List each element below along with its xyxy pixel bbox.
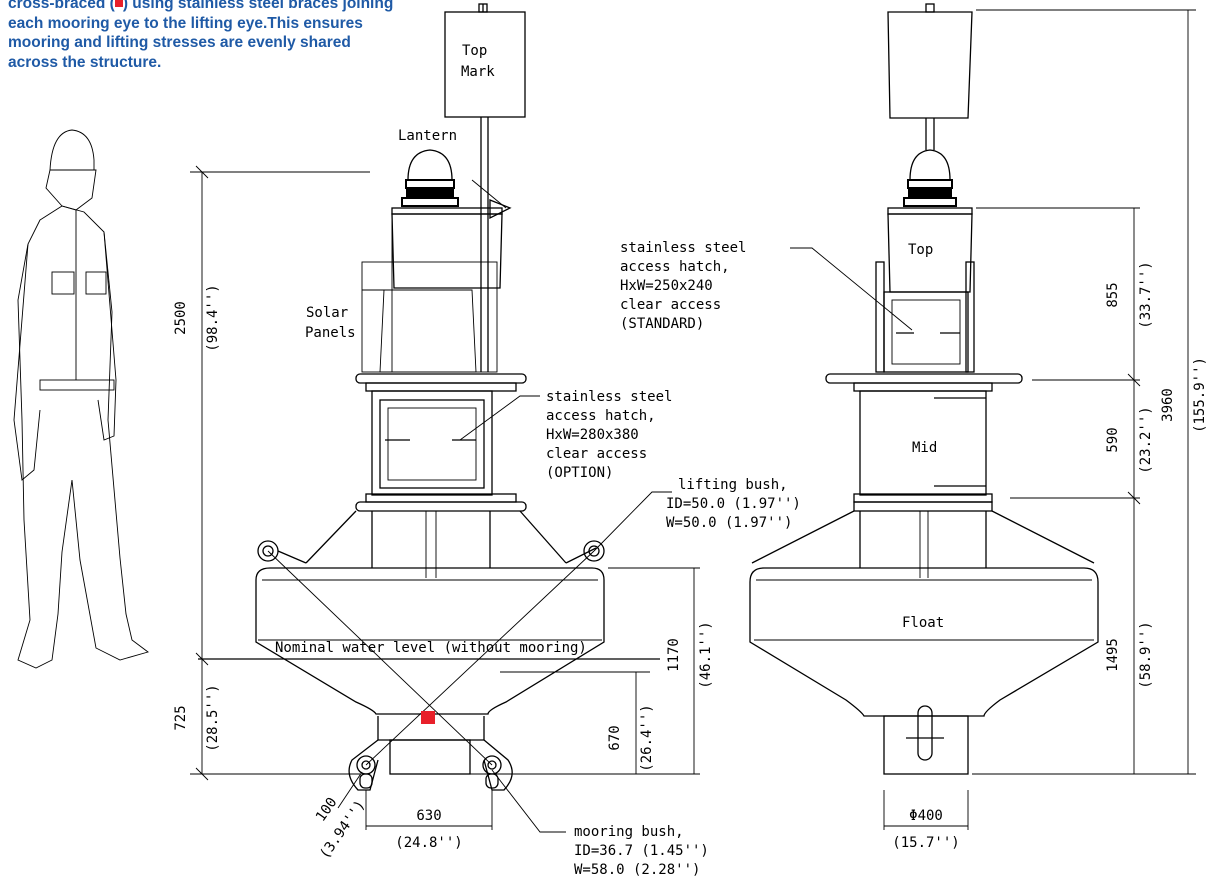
lifting-bush-line-2: ID=50.0 (1.97'') [666, 496, 801, 512]
hatch-option-line-3: HxW=280x380 [546, 427, 639, 443]
mooring-bush-line-2: ID=36.7 (1.45'') [574, 843, 709, 859]
dim-670-in: (26.4'') [639, 704, 655, 771]
dim-855: 855 [1105, 282, 1121, 307]
dim-630: 630 [416, 808, 441, 824]
dim-2500-in: (98.4'') [205, 284, 221, 351]
mid-section-label: Mid [912, 440, 937, 456]
dim-2500: 2500 [173, 301, 189, 335]
dim-590: 590 [1105, 427, 1121, 452]
hatch-standard-line-4: clear access [620, 297, 721, 313]
dim-855-in: (33.7'') [1138, 261, 1154, 328]
dim-725: 725 [173, 705, 189, 730]
dim-1170: 1170 [666, 638, 682, 672]
intro-text-start: cross-braced ( [8, 0, 115, 12]
hatch-option-line-2: access hatch, [546, 408, 656, 424]
dim-1495: 1495 [1105, 638, 1121, 672]
top-section-label: Top [908, 242, 933, 258]
hatch-standard-line-5: (STANDARD) [620, 316, 704, 332]
dim-400: Φ400 [909, 808, 943, 824]
right-dimensions: 855 (33.7'') 590 (23.2'') 1495 (58.9'') … [883, 9, 1208, 851]
hatch-standard-line-3: HxW=250x240 [620, 278, 713, 294]
intro-text: cross-braced () using stainless steel br… [8, 0, 398, 72]
lifting-bush-line-1: lifting bush, [678, 477, 788, 493]
top-mark-label-1: Top [462, 43, 487, 59]
person-figure [13, 129, 149, 669]
red-square-icon [114, 0, 123, 7]
hatch-standard [883, 291, 969, 373]
intro-text-end: ) using stainless steel braces joining e… [8, 0, 394, 71]
dim-400-in: (15.7'') [892, 835, 959, 851]
left-callouts: stainless steel access hatch, HxW=280x38… [459, 389, 801, 878]
lifting-bush-line-3: W=50.0 (1.97'') [666, 515, 792, 531]
dim-670: 670 [607, 725, 623, 750]
dim-3960-in: (155.9'') [1192, 357, 1208, 433]
top-mark-label-2: Mark [461, 64, 495, 80]
dim-3960: 3960 [1160, 388, 1176, 422]
hatch-option-line-5: (OPTION) [546, 465, 613, 481]
lantern-label: Lantern [398, 128, 457, 144]
hatch-option-line-4: clear access [546, 446, 647, 462]
dim-1495-in: (58.9'') [1138, 621, 1154, 688]
solar-label-2: Panels [305, 325, 356, 341]
left-float-body [255, 567, 605, 715]
cross-brace-marker [421, 711, 435, 724]
left-buoy: Top Mark Lantern Solar Panels [198, 3, 660, 791]
hatch-standard-line-2: access hatch, [620, 259, 730, 275]
lantern-dome [407, 149, 453, 181]
float-section-label: Float [902, 615, 944, 631]
right-callouts: stainless steel access hatch, HxW=250x24… [620, 240, 913, 332]
dim-590-in: (23.2'') [1138, 406, 1154, 473]
hatch-standard-line-1: stainless steel [620, 240, 746, 256]
mooring-bush-line-1: mooring bush, [574, 824, 684, 840]
solar-label-1: Solar [306, 305, 348, 321]
right-buoy: Top Mid Float [749, 3, 1099, 775]
dim-630-in: (24.8'') [395, 835, 462, 851]
dim-100: 100 [313, 795, 341, 825]
hatch-option-line-1: stainless steel [546, 389, 672, 405]
water-level-label: Nominal water level (without mooring) [275, 640, 587, 656]
hatch-option [379, 399, 485, 489]
mooring-bush-line-3: W=58.0 (2.28'') [574, 862, 700, 878]
right-float-body [749, 567, 1099, 717]
dim-1170-in: (46.1'') [698, 621, 714, 688]
dim-725-in: (28.5'') [205, 684, 221, 751]
